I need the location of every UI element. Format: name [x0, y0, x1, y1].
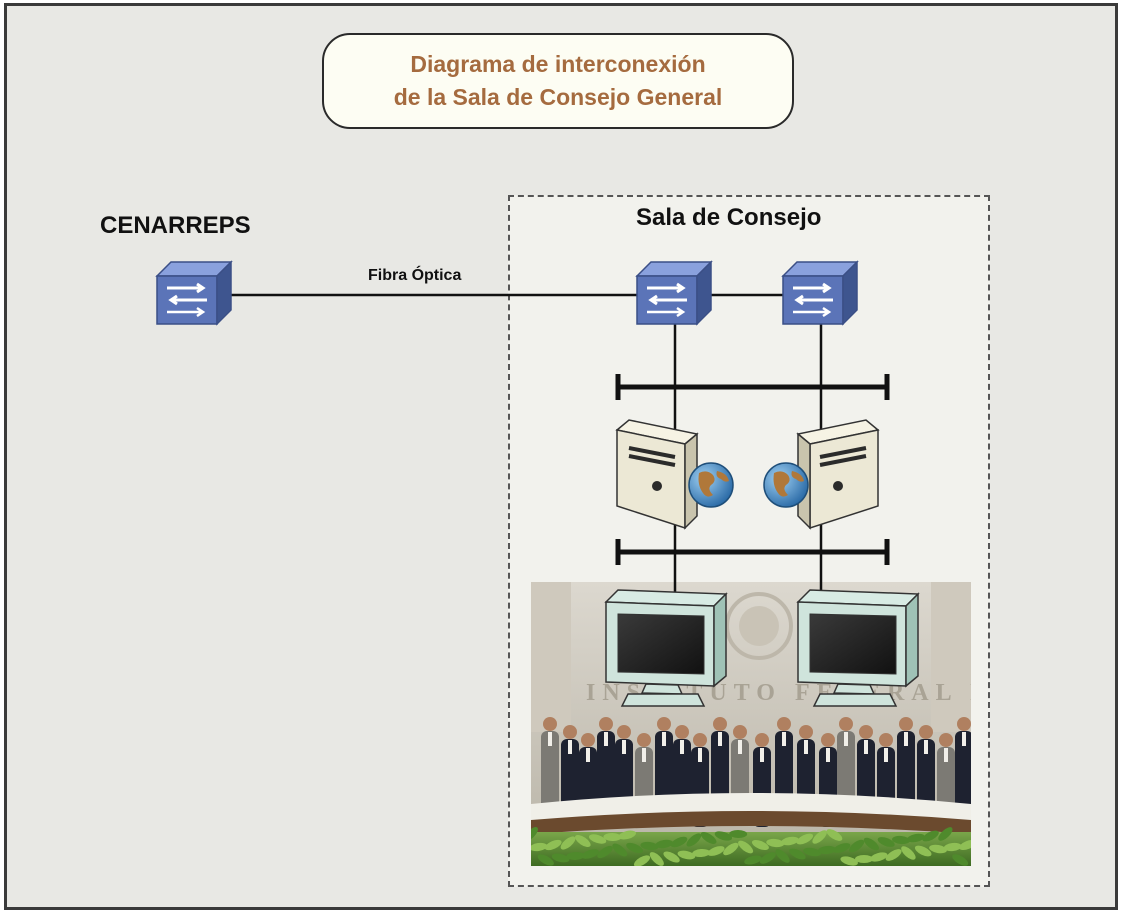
globe-icon: [763, 462, 809, 508]
fibra-optica-label: Fibra Óptica: [368, 267, 462, 284]
title-line-1: Diagrama de interconexión: [410, 51, 706, 77]
network-switch-icon: [635, 260, 713, 326]
council-room-photo: INSTITUTO FEDERAL ELECTORAL: [531, 582, 971, 866]
diagram-title: Diagrama de interconexión de la Sala de …: [322, 33, 794, 129]
title-line-2: de la Sala de Consejo General: [393, 84, 723, 110]
network-bus-lower: [615, 539, 890, 565]
network-switch-icon: [155, 260, 233, 326]
cenarreps-label: CENARREPS: [100, 212, 251, 239]
council-members: [541, 717, 971, 827]
monitor-icon: [605, 589, 727, 707]
globe-icon: [688, 462, 734, 508]
server-icon: [796, 418, 880, 530]
network-bus-upper: [615, 374, 890, 400]
server-icon: [615, 418, 699, 530]
monitor-icon: [797, 589, 919, 707]
network-switch-icon: [781, 260, 859, 326]
sala-de-consejo-label: Sala de Consejo: [636, 204, 822, 231]
